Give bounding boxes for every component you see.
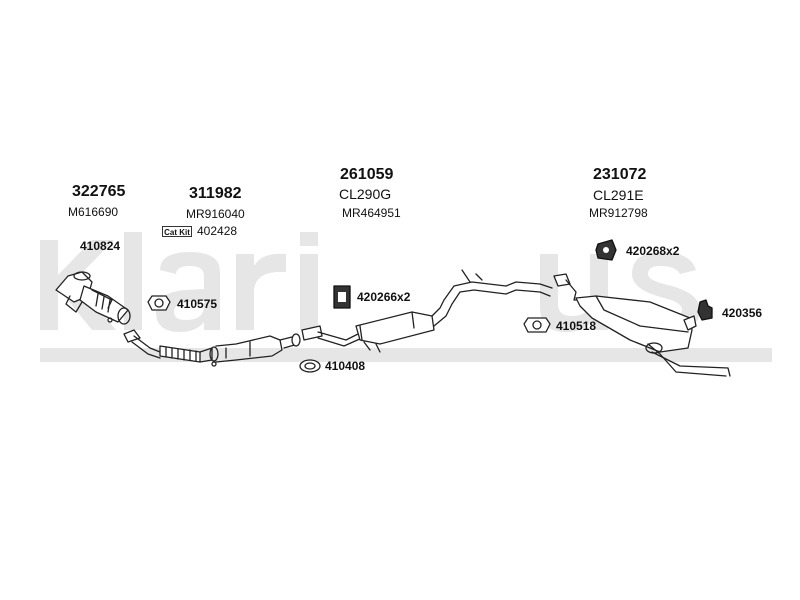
cat-part-number: 322765 bbox=[72, 183, 126, 200]
mount-420356-drawing bbox=[697, 299, 713, 321]
front-pipe-oe-number: MR916040 bbox=[186, 207, 245, 221]
gasket-410408-drawing bbox=[299, 359, 321, 373]
catalytic-converter-drawing bbox=[55, 271, 131, 325]
rubber-mount-rear-label: 420268x2 bbox=[626, 244, 680, 258]
rear-silencer-oe-number: MR912798 bbox=[589, 206, 648, 220]
rear-silencer-part-number: 231072 bbox=[593, 166, 647, 183]
rubber-mount-centre-label: 420266x2 bbox=[357, 290, 411, 304]
front-pipe-part-number: 311982 bbox=[189, 185, 242, 202]
rubber-mount-420268-drawing bbox=[595, 239, 617, 261]
gasket-410575-drawing bbox=[147, 295, 171, 311]
front-pipe-drawing bbox=[123, 329, 301, 367]
gasket-manifold-label: 410824 bbox=[80, 239, 121, 253]
gasket-ring-label: 410408 bbox=[325, 359, 366, 373]
gasket-rear-label: 410518 bbox=[556, 319, 597, 333]
centre-silencer-ref: CL290G bbox=[339, 186, 392, 202]
rubber-mount-420266-drawing bbox=[333, 285, 351, 309]
rear-silencer-drawing bbox=[553, 273, 731, 377]
centre-silencer-part-number: 261059 bbox=[340, 166, 394, 183]
cat-kit-badge: Cat Kit bbox=[162, 226, 192, 237]
cat-oe-number: M616690 bbox=[68, 205, 119, 219]
cat-kit-number: 402428 bbox=[197, 224, 238, 238]
centre-silencer-drawing bbox=[301, 269, 553, 353]
gasket-410518-drawing bbox=[523, 317, 551, 333]
rear-silencer-ref: CL291E bbox=[593, 187, 644, 203]
centre-silencer-oe-number: MR464951 bbox=[342, 206, 401, 220]
gasket-flange-label: 410575 bbox=[177, 297, 218, 311]
mount-rear-label: 420356 bbox=[722, 306, 763, 320]
